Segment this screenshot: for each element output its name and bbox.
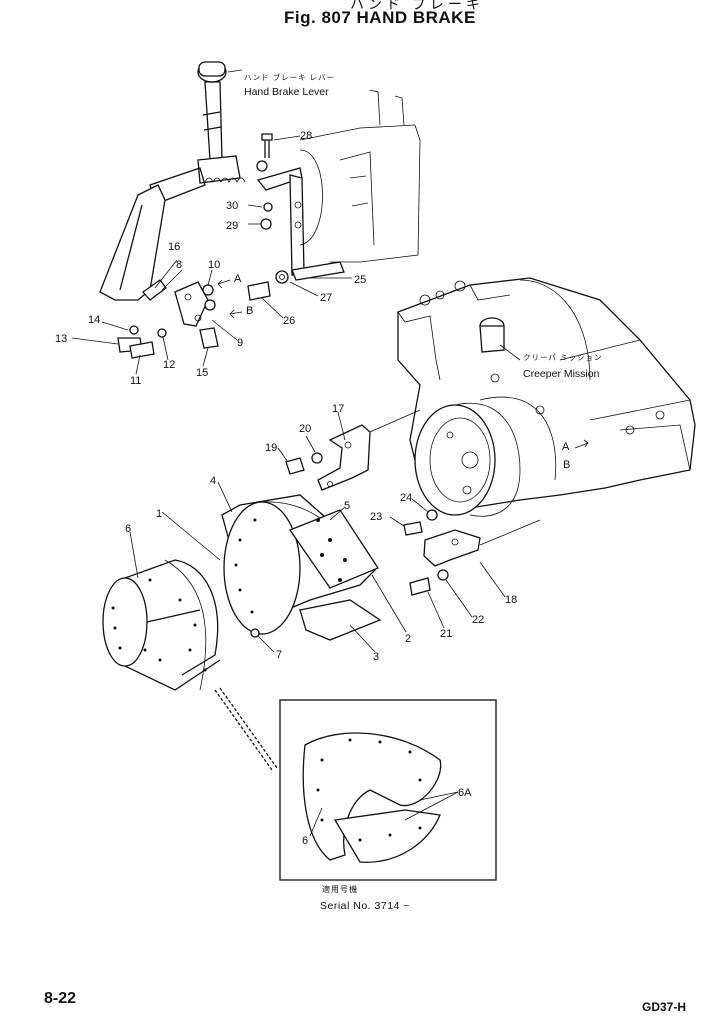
part-number-6: 6 [125, 523, 131, 535]
part-number-1: 1 [156, 508, 162, 520]
hand-brake-lever [99, 61, 268, 301]
serial-label-jp: 適用号機 [322, 885, 358, 894]
part-number-5: 5 [344, 500, 350, 512]
part-number-15: 15 [196, 367, 208, 379]
part-number-6-inset: 6 [302, 835, 308, 847]
annotation-labels: ハンド ブレーキ レバー Hand Brake Lever クリーパ ミッション… [234, 72, 603, 471]
title-japanese: ハンド ブレーキ [350, 0, 484, 12]
lever-label-jp: ハンド ブレーキ レバー [244, 72, 335, 82]
bracket-17 [317, 409, 421, 491]
inset-detail [279, 699, 497, 881]
part-number-8: 8 [176, 259, 182, 271]
part-number-22: 22 [472, 614, 484, 626]
part-number-14: 14 [88, 314, 100, 326]
part-number-labels: 28 30 29 25 27 26 10 16 8 9 14 13 11 12 … [55, 130, 517, 847]
nut-29 [260, 218, 272, 230]
creeper-mission [397, 277, 696, 517]
part-number-28: 28 [300, 130, 312, 142]
part-number-18: 18 [505, 594, 517, 606]
bolt-28 [261, 133, 273, 158]
lever-link-parts [117, 270, 289, 359]
part-number-3: 3 [373, 651, 379, 663]
part-number-23: 23 [370, 511, 382, 523]
transmission-housing [299, 89, 421, 263]
part-number-12: 12 [163, 359, 175, 371]
part-number-17: 17 [332, 403, 344, 415]
part-number-16: 16 [168, 241, 180, 253]
part-number-11: 11 [130, 375, 141, 387]
arrow-label-b2: B [563, 459, 570, 471]
part-number-9: 9 [237, 337, 243, 349]
arrow-label-b1: B [246, 305, 253, 317]
part-number-2: 2 [405, 633, 411, 645]
part-number-6a: 6A [458, 787, 472, 799]
lever-label: Hand Brake Lever [244, 86, 329, 98]
brake-band-carrier [221, 494, 382, 641]
part-number-7: 7 [276, 649, 282, 661]
figure-title: Fig. 807 HAND BRAKE [284, 8, 476, 27]
serial-number: Serial No. 3714 ~ [320, 900, 410, 912]
washer-30 [263, 202, 273, 212]
detail-leader [214, 689, 273, 771]
page-number: 8-22 [44, 990, 77, 1007]
leader-lines [71, 69, 589, 837]
part-number-30: 30 [226, 200, 238, 212]
creeper-label-jp: クリーパ ミッション [523, 353, 603, 362]
bolt-19-washer-20 [285, 452, 323, 475]
arrow-label-a2: A [562, 441, 570, 453]
bolts-21-24 [403, 509, 449, 596]
part-number-20: 20 [299, 423, 311, 435]
bracket-18 [423, 519, 541, 567]
part-number-29: 29 [226, 220, 238, 232]
part-number-10: 10 [208, 259, 220, 271]
creeper-label: Creeper Mission [523, 368, 600, 380]
part-number-27: 27 [320, 292, 332, 304]
part-number-21: 21 [440, 628, 452, 640]
part-number-13: 13 [55, 333, 67, 345]
part-number-26: 26 [283, 315, 295, 327]
bracket-25 [256, 167, 345, 281]
part-number-25: 25 [354, 274, 366, 286]
part-number-19: 19 [265, 442, 277, 454]
part-number-24: 24 [400, 492, 412, 504]
arrow-label-a1: A [234, 273, 242, 285]
brake-lining [102, 559, 221, 691]
part-number-4: 4 [210, 475, 216, 487]
model-code: GD37-H [642, 1000, 687, 1014]
